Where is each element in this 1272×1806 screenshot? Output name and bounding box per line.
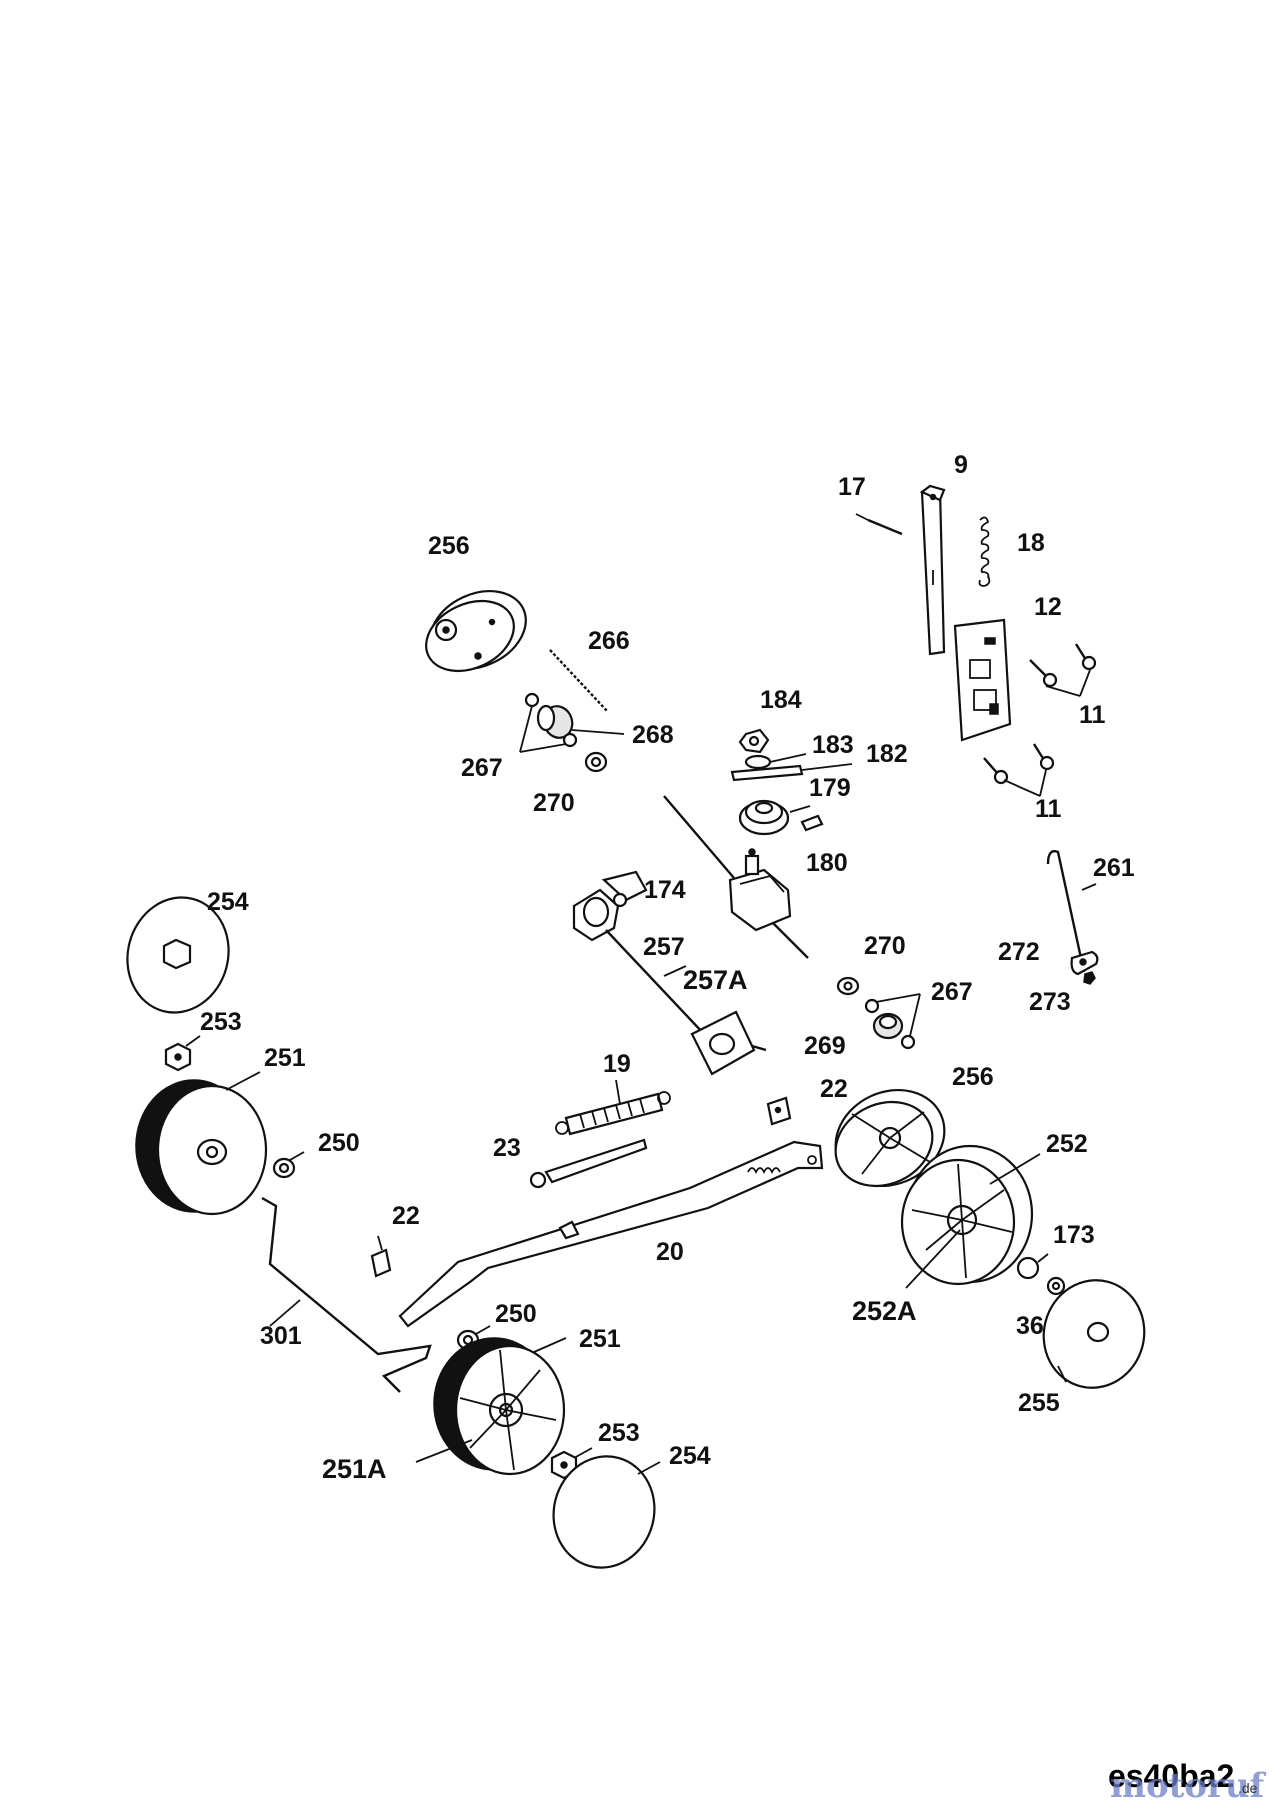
label-266: 266 <box>588 627 630 655</box>
label-251A: 251A <box>322 1454 387 1484</box>
part-11-screws-upper <box>1029 643 1097 697</box>
part-270-washer-right <box>836 976 860 996</box>
label-174: 174 <box>644 876 686 904</box>
part-250-washer-lower <box>456 1325 491 1351</box>
label-269: 269 <box>804 1032 846 1060</box>
part-267-clips-left <box>519 692 578 753</box>
part-174-gearbox <box>663 795 809 959</box>
label-251-lower: 251 <box>579 1325 621 1353</box>
label-36: 36 <box>1016 1312 1044 1340</box>
label-250-lower: 250 <box>495 1300 537 1328</box>
label-253-lower: 253 <box>598 1419 640 1447</box>
label-261: 261 <box>1093 854 1135 882</box>
part-179-pulley <box>738 799 811 836</box>
label-11-lower: 11 <box>1035 795 1062 823</box>
part-36-washer <box>1046 1276 1066 1296</box>
label-9: 9 <box>954 451 968 479</box>
label-270-right: 270 <box>864 932 906 960</box>
part-23-bar <box>529 1138 648 1189</box>
label-173: 173 <box>1053 1221 1095 1249</box>
label-184: 184 <box>760 686 802 714</box>
label-182: 182 <box>866 740 908 768</box>
label-255: 255 <box>1018 1389 1060 1417</box>
label-272: 272 <box>998 938 1040 966</box>
part-256-wheel-right <box>834 1088 946 1188</box>
part-12-plate <box>953 618 1012 742</box>
part-18-spring <box>978 516 991 587</box>
part-173-nut <box>1016 1253 1049 1280</box>
part-272-bracket <box>1070 950 1099 976</box>
part-253-washer-lower <box>550 1447 593 1480</box>
part-182-plate <box>730 763 853 782</box>
part-180-key <box>800 814 824 832</box>
part-9-bar <box>919 484 946 656</box>
label-267-left: 267 <box>461 754 503 782</box>
label-256-right: 256 <box>952 1063 994 1091</box>
label-18: 18 <box>1017 529 1045 557</box>
part-250-washer-upper <box>272 1151 305 1179</box>
label-256-top: 256 <box>428 532 470 560</box>
label-180: 180 <box>806 849 848 877</box>
part-261-rod <box>1046 850 1097 973</box>
part-252-wheel <box>900 1144 1041 1289</box>
watermark-logo: motoruf <box>1110 1766 1265 1806</box>
label-301: 301 <box>260 1322 302 1350</box>
label-12: 12 <box>1034 593 1062 621</box>
label-270-left: 270 <box>533 789 575 817</box>
part-20-lever-bar <box>398 1140 824 1328</box>
part-255-cap <box>1042 1279 1146 1389</box>
label-22-upper: 22 <box>820 1075 848 1103</box>
part-266-threaded-rod <box>549 649 609 713</box>
label-257: 257 <box>643 933 685 961</box>
part-254-cap-upper <box>126 896 230 1014</box>
drawing-code: es40ba2 <box>1108 1758 1235 1794</box>
label-257A: 257A <box>683 965 748 995</box>
part-253-washer-upper <box>164 1035 201 1072</box>
part-251-wheel-lower <box>415 1337 567 1476</box>
label-183: 183 <box>812 731 854 759</box>
part-11-screws-lower <box>983 743 1055 797</box>
part-270-washer-left <box>584 751 608 773</box>
part-22-clip-lower <box>370 1235 392 1278</box>
label-252A: 252A <box>852 1296 917 1326</box>
label-250-upper: 250 <box>318 1129 360 1157</box>
part-251-wheel-upper <box>135 1071 268 1216</box>
watermark-suffix: .de <box>1238 1780 1258 1796</box>
label-11-upper: 11 <box>1079 701 1106 729</box>
label-20: 20 <box>656 1238 684 1266</box>
part-17-pin <box>855 513 903 536</box>
part-254-cap-lower <box>552 1455 661 1569</box>
part-22-clip-upper <box>766 1096 792 1126</box>
part-183-washer <box>744 753 807 770</box>
label-273: 273 <box>1029 988 1071 1016</box>
label-179: 179 <box>809 774 851 802</box>
part-301-rod <box>261 1196 432 1393</box>
part-269-gear <box>872 1012 904 1040</box>
part-256-disc-top <box>425 590 527 673</box>
part-257-lever <box>572 870 767 1076</box>
label-254-lower: 254 <box>669 1442 711 1470</box>
part-268-gear <box>536 704 625 739</box>
label-17: 17 <box>838 473 866 501</box>
label-254-upper: 254 <box>207 888 249 916</box>
part-19-spring <box>555 1079 671 1136</box>
label-22-lower: 22 <box>392 1202 420 1230</box>
label-251-upper: 251 <box>264 1044 306 1072</box>
part-184-nut <box>738 728 770 754</box>
part-267-clips-right <box>864 993 921 1050</box>
part-273-nut <box>1083 971 1096 985</box>
label-252: 252 <box>1046 1130 1088 1158</box>
label-253-upper: 253 <box>200 1008 242 1036</box>
label-268: 268 <box>632 721 674 749</box>
label-19: 19 <box>603 1050 631 1078</box>
label-23: 23 <box>493 1134 521 1162</box>
label-267-right: 267 <box>931 978 973 1006</box>
